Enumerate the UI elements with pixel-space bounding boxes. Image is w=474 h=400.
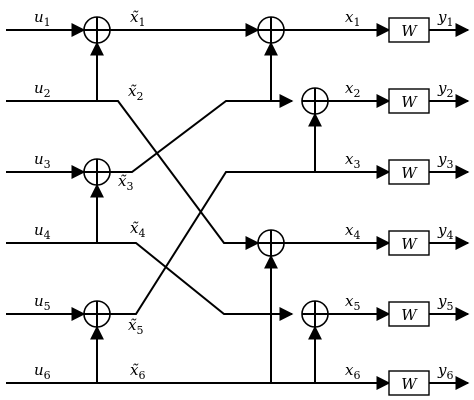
channel-box: W [388,370,430,396]
label-y3: y3 [437,150,453,171]
wire-xt5 [110,165,391,315]
svg-text:W: W [401,306,418,324]
wire-xt3-to-xor4 [110,94,294,173]
svg-text:W: W [401,235,418,253]
svg-text:W: W [401,375,418,393]
xor-node [83,300,111,328]
label-u5: u5 [34,292,51,313]
label-x2: x2 [345,79,360,100]
xor-node [83,158,111,186]
label-u3: u3 [34,150,51,171]
xor-node [83,16,111,44]
channel-box: W [388,17,430,43]
label-y6: y6 [437,361,453,382]
label-xt6: x̃6 [130,361,145,382]
label-x5: x5 [345,292,360,313]
label-x3: x3 [345,150,360,171]
label-y4: y4 [437,221,453,242]
label-xt4: x̃4 [130,219,145,240]
wire-u4 [6,242,294,321]
label-xt2: x̃2 [128,82,143,103]
label-u2: u2 [34,79,51,100]
xor-node [257,229,285,257]
label-xt3: x̃3 [118,172,133,193]
label-x6: x6 [345,361,360,382]
channel-box: W [388,88,430,114]
svg-text:W: W [401,164,418,182]
xor-node [257,16,285,44]
xor-node [301,300,329,328]
label-x4: x4 [345,221,360,242]
label-y1: y1 [437,8,453,29]
label-u6: u6 [34,361,51,382]
label-xt5: x̃5 [128,316,143,337]
wire-u2 [6,100,260,250]
channel-box: W [388,230,430,256]
label-y2: y2 [437,79,453,100]
xor-node [301,87,329,115]
label-u4: u4 [34,221,51,242]
label-u1: u1 [34,8,51,29]
svg-text:W: W [401,93,418,111]
label-xt1: x̃1 [130,8,145,29]
channel-box: W [388,301,430,327]
channel-box: W [388,159,430,185]
label-y5: y5 [437,292,453,313]
label-x1: x1 [345,8,360,29]
svg-text:W: W [401,22,418,40]
